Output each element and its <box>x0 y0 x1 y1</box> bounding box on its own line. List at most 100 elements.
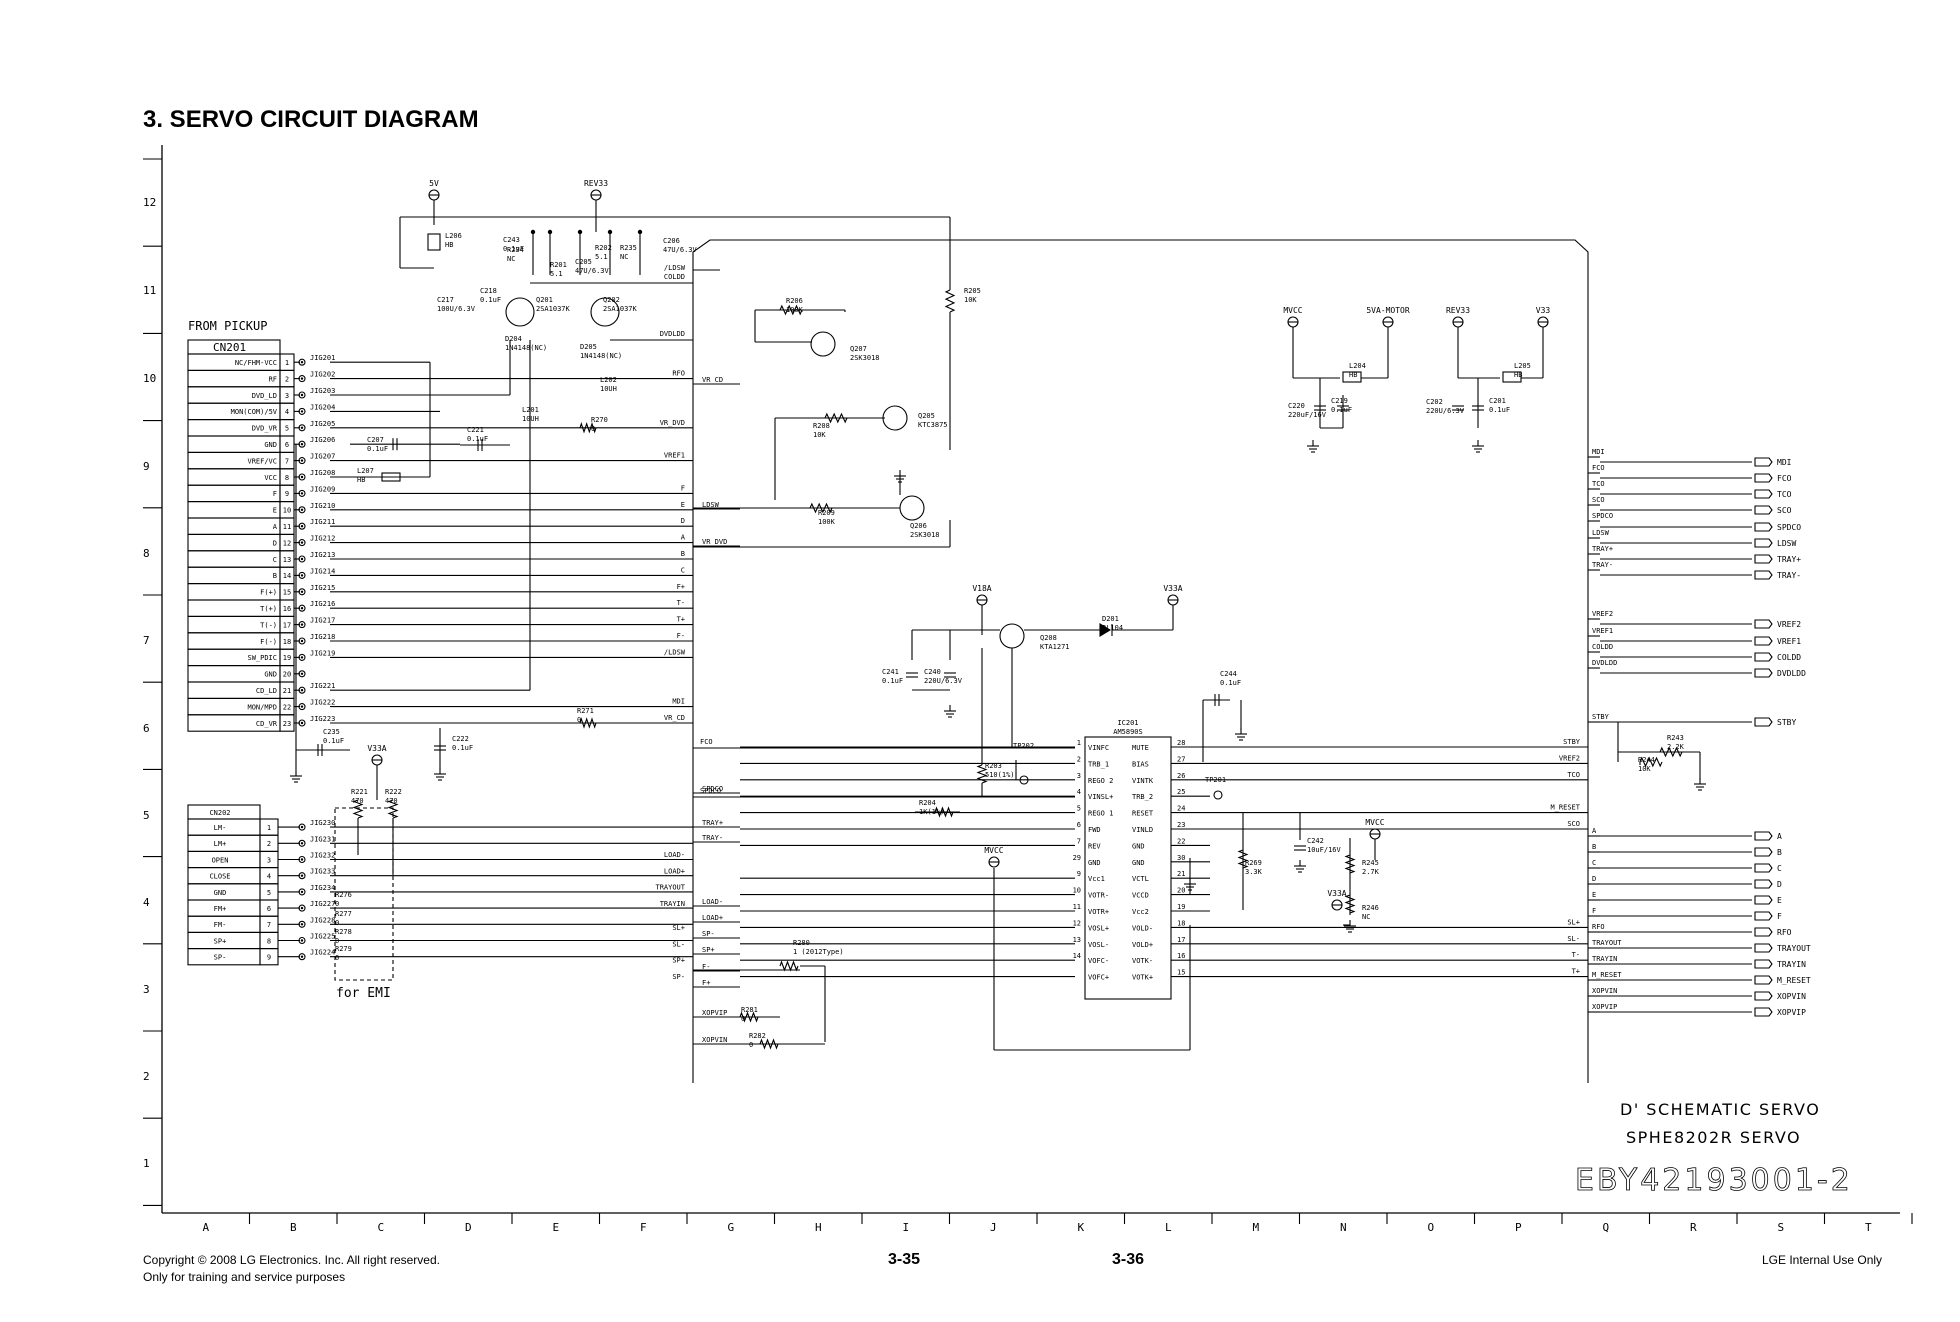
component-ref: C218 <box>480 287 497 295</box>
bus-signal-label: F- <box>677 632 685 640</box>
bus-signal-label: F+ <box>677 583 685 591</box>
test-jig-symbol <box>298 855 306 864</box>
output-connector <box>1754 636 1773 646</box>
ic-right-net-label: M_RESET <box>1550 804 1580 812</box>
output-connector <box>1754 847 1773 857</box>
right-bus-label: TRAYIN <box>1592 955 1617 963</box>
for-emi-label: for EMI <box>336 986 391 1001</box>
component-ref: R222 <box>385 788 402 796</box>
ic201-left-pin-label: VOFC+ <box>1088 974 1109 982</box>
ic-right-net-label: VREF2 <box>1559 754 1580 762</box>
component-value: 10K <box>1638 765 1651 773</box>
cn201-pin-number: 19 <box>283 654 291 662</box>
ic201-left-pin-number: 29 <box>1073 854 1081 862</box>
column-label: O <box>1427 1221 1434 1234</box>
ic201-right-pin-label: VCTL <box>1132 875 1149 883</box>
component-ref: C241 <box>882 668 899 676</box>
cn201-pin-cell <box>187 533 281 552</box>
test-jig-center <box>300 410 304 413</box>
test-jig-symbol <box>298 375 306 383</box>
component-value: 0 <box>741 1015 745 1023</box>
inner-bus-label: VR_CD <box>702 376 723 384</box>
output-connector-label: TRAYIN <box>1777 960 1806 969</box>
ic-right-net-label: T+ <box>1572 968 1580 976</box>
test-jig-center <box>300 541 304 544</box>
row-label: 1 <box>143 1157 150 1170</box>
cn202-pin-number: 1 <box>267 824 271 832</box>
bus-signal-label: E <box>681 501 685 509</box>
output-connector <box>1754 943 1773 953</box>
row-label: 11 <box>143 284 156 297</box>
jig-label: JIG219 <box>310 649 335 657</box>
test-jig-center <box>300 672 304 675</box>
component-ref: C205 <box>575 258 592 266</box>
column-label: N <box>1340 1221 1347 1234</box>
cn201-pin-label: CD_VR <box>256 720 278 728</box>
component-value: 0 <box>577 716 581 724</box>
component-ref: R234 <box>507 246 524 254</box>
component-ref: C222 <box>452 735 469 743</box>
ic201-right-pin-label: VOTK+ <box>1132 974 1153 982</box>
test-jig-center <box>300 842 304 845</box>
jig-label: JIG215 <box>310 584 335 592</box>
right-bus-label: MDI <box>1592 448 1605 456</box>
bus-signal-label: B <box>681 550 685 558</box>
test-jig-symbol <box>298 872 306 880</box>
ic201-left-pin-label: VINFC <box>1088 744 1109 752</box>
right-bus-label: B <box>1592 843 1596 851</box>
ic201-right-pin-label: VOTK- <box>1132 957 1153 965</box>
ic201-left-pin-label: GND <box>1088 859 1101 867</box>
right-bus-label: C <box>1592 859 1596 867</box>
column-label: C <box>377 1221 384 1234</box>
test-jig-center <box>300 508 304 511</box>
output-connector-label: D <box>1777 880 1782 889</box>
column-label: P <box>1515 1221 1522 1234</box>
cn201-pin-cell <box>187 517 281 535</box>
test-jig-symbol <box>298 686 306 694</box>
component-ref: R271 <box>577 707 594 715</box>
power-rail-label: V18A <box>972 584 991 593</box>
cn201-pin-number: 1 <box>285 359 289 367</box>
component-ref: C243 <box>503 236 520 244</box>
component-value: 220U/6.3V <box>1426 407 1465 415</box>
cn201-pin-number: 21 <box>283 687 291 695</box>
test-jig-symbol <box>298 440 306 448</box>
output-connector <box>1754 927 1773 937</box>
column-label: E <box>552 1221 559 1234</box>
component-value: 5.1 <box>595 253 608 261</box>
bus-signal-label: MDI <box>672 698 685 706</box>
row-label: 12 <box>143 196 156 209</box>
component-value: 5.1 <box>550 270 563 278</box>
component-value: 0 <box>335 954 339 962</box>
test-jig-center <box>300 656 304 659</box>
test-jig-center <box>300 705 304 708</box>
column-label: D <box>465 1221 472 1234</box>
output-connector-label: XOPVIP <box>1777 1008 1806 1017</box>
component-ref: R269 <box>1245 859 1262 867</box>
component-value: 2SA1037K <box>603 305 638 313</box>
junction-dot <box>530 229 536 235</box>
cn201-pin-label: VCC <box>264 474 277 482</box>
output-connector-label: FCO <box>1777 474 1792 483</box>
component-ref: R281 <box>741 1006 758 1014</box>
component-ref: L202 <box>600 376 617 384</box>
page-number-right: 3-36 <box>1112 1251 1145 1268</box>
component-ref: R208 <box>813 422 830 430</box>
power-rail-label: MVCC <box>1365 818 1384 827</box>
component-value: 100K <box>818 518 836 526</box>
bus-signal-label: VR_CD <box>664 714 685 722</box>
inductor-l205 <box>1502 371 1522 383</box>
cn202-name: CN202 <box>209 809 230 817</box>
cn201-pin-number: 9 <box>285 490 289 498</box>
cn201-pin-number: 16 <box>283 605 291 613</box>
ic201-right-pin-number: 18 <box>1177 919 1185 927</box>
output-connector-label: LDSW <box>1777 539 1796 548</box>
ic-right-net-label: STBY <box>1563 738 1581 746</box>
ic201-left-pin-number: 6 <box>1077 821 1081 829</box>
output-connector <box>1754 668 1773 678</box>
output-connector <box>1754 975 1773 985</box>
cn201-name: CN201 <box>213 341 246 354</box>
